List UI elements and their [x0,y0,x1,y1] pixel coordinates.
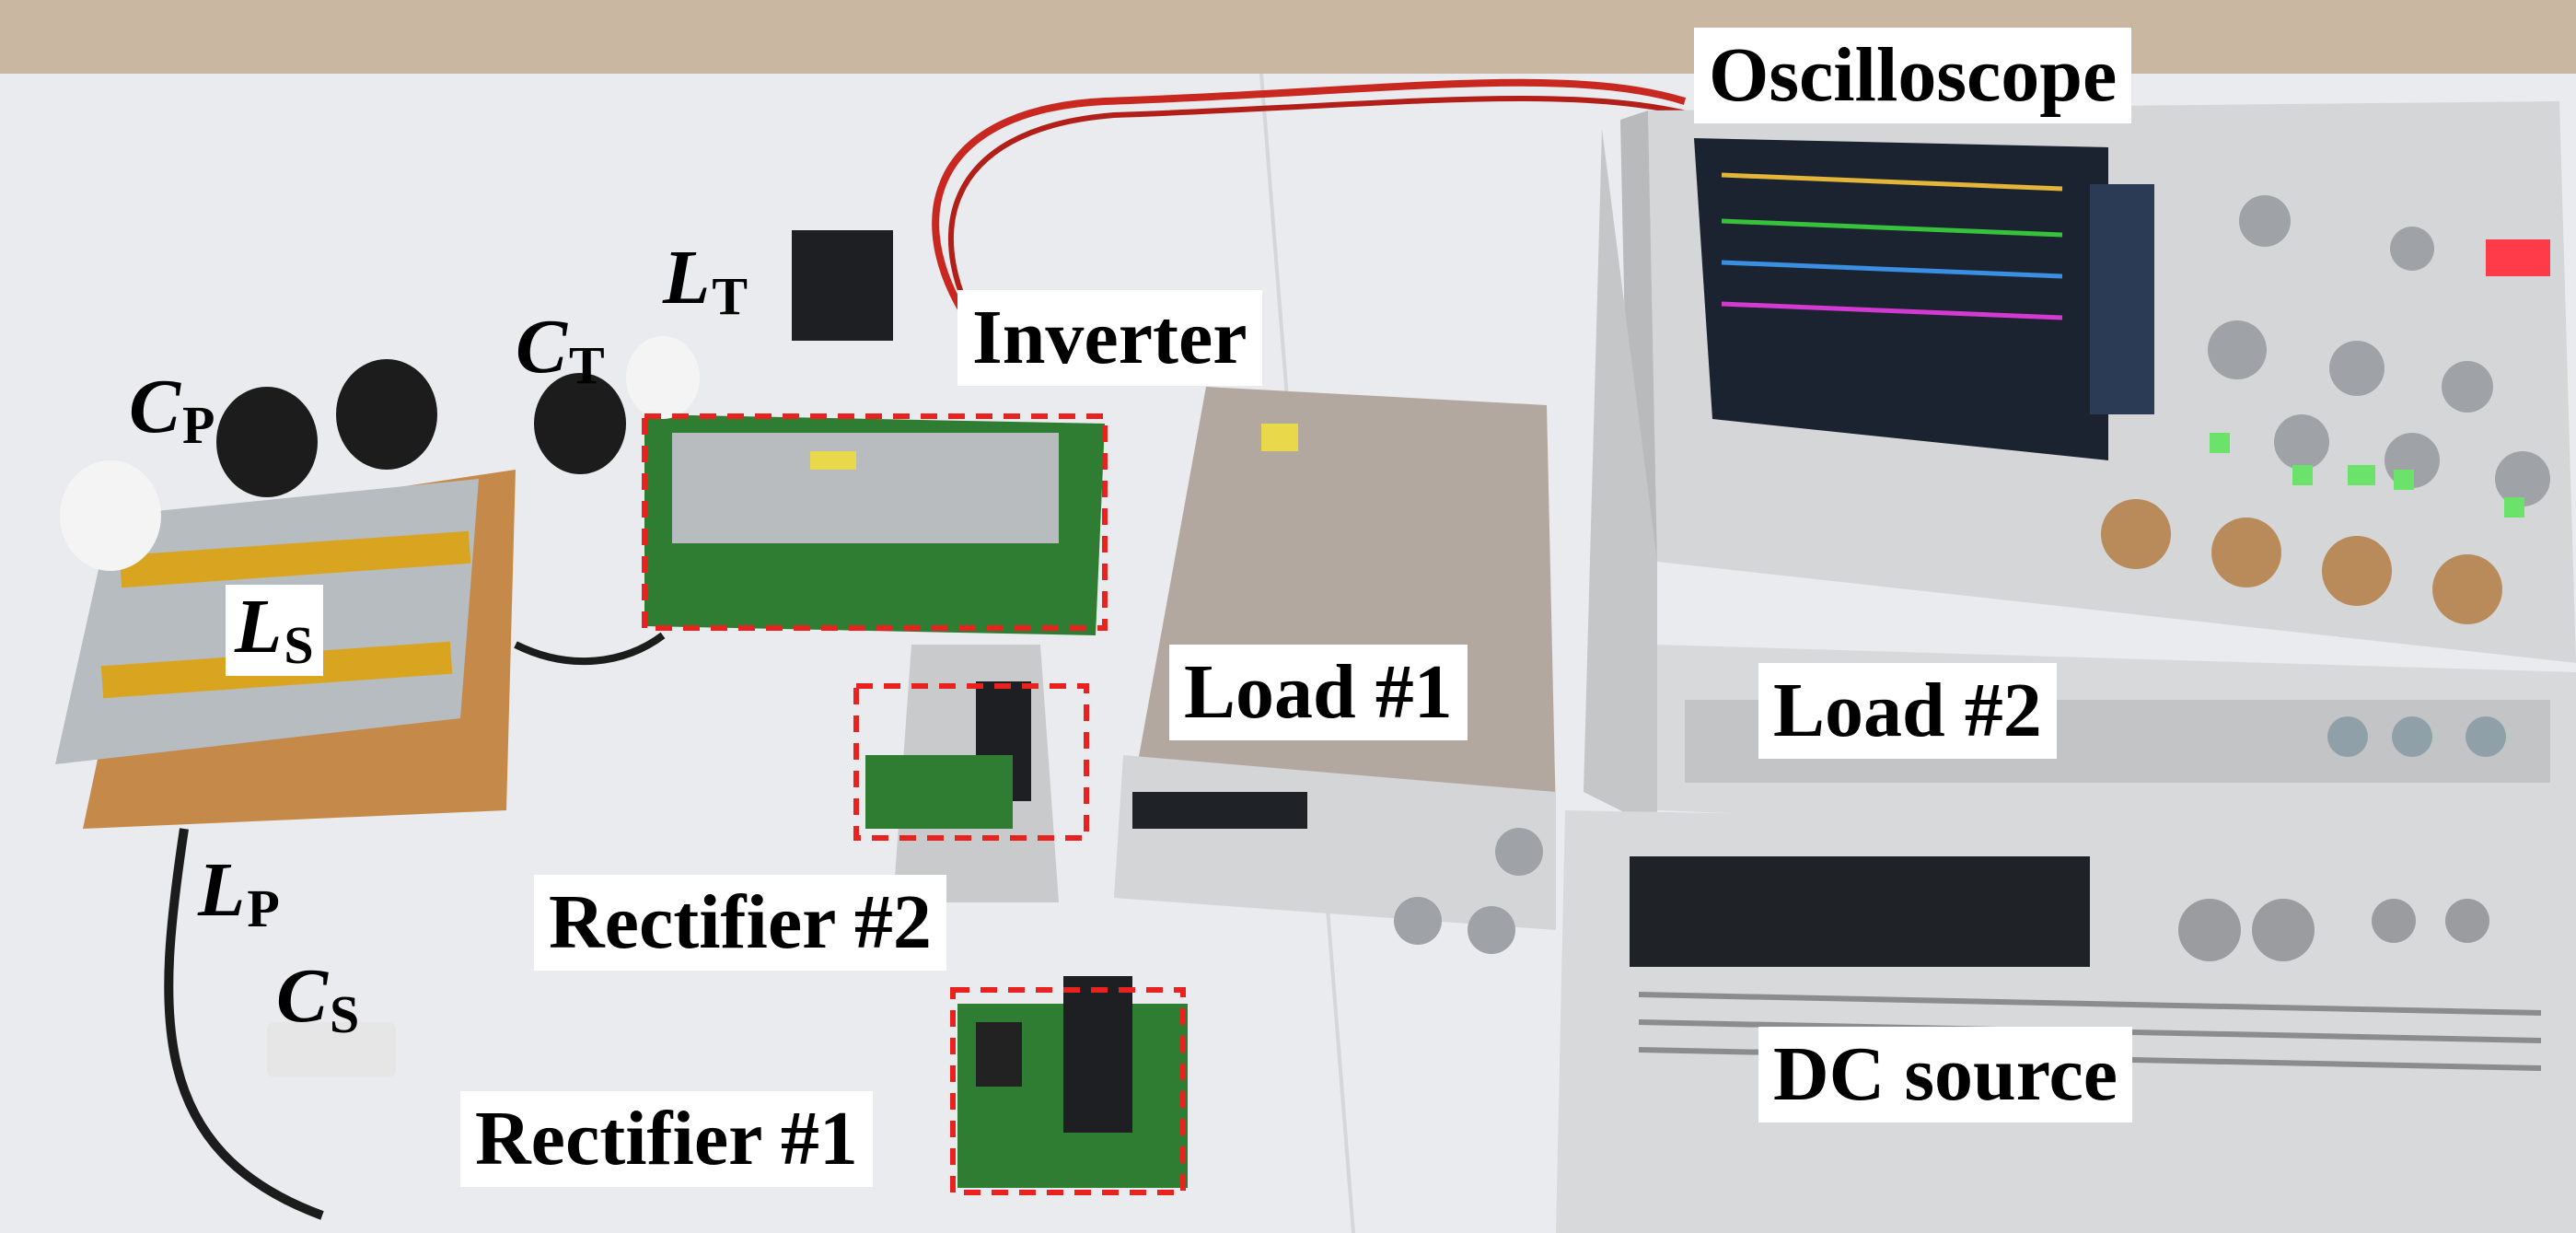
symbol-lt: LT [663,235,748,326]
rectifier1-board [957,976,1188,1188]
symbol-cp: CP [129,364,215,455]
inductor-lt [792,230,893,341]
rectifier2-highlight-box [853,683,1089,841]
red-wire [932,78,1687,334]
label-rectifier2: Rectifier #2 [534,875,946,971]
black-cable [514,632,666,666]
label-load2: Load #2 [1758,663,2057,759]
label-dc-source: DC source [1758,1027,2133,1122]
black-cable [164,828,324,1220]
label-oscilloscope: Oscilloscope [1694,28,2132,123]
label-load1: Load #1 [1169,645,1468,740]
oscilloscope-device [1620,101,2576,663]
capacitor-cs [267,1022,396,1077]
symbol-lp: LP [198,847,280,938]
capacitor-ct [534,336,700,474]
capacitor-cp [60,359,437,571]
symbol-cs: CS [276,953,360,1044]
inverter-board [644,414,1105,635]
label-rectifier1: Rectifier #1 [460,1091,873,1187]
red-wire [948,95,1695,343]
label-inverter: Inverter [957,290,1262,386]
dc-source-device [1556,810,2576,1233]
rectifier1-highlight-box [950,987,1186,1195]
inverter-highlight-box [642,413,1108,631]
symbol-ct: CT [516,304,605,395]
symbol-ls: LS [226,585,323,676]
